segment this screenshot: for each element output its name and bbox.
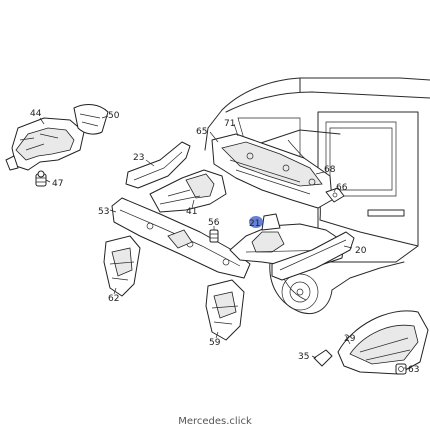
part-71-cowl-panel [211, 133, 333, 209]
part-63-nut [395, 363, 407, 375]
callout-68: 68 [324, 165, 336, 175]
callout-47: 47 [52, 179, 63, 189]
part-56-bolt [209, 229, 219, 243]
part-35-clip [313, 349, 333, 367]
callout-53: 53 [98, 207, 109, 217]
watermark-text: Mercedes.click [178, 416, 252, 427]
callout-62: 62 [108, 294, 119, 304]
part-53-cross-member [111, 197, 251, 279]
callout-35: 35 [298, 352, 309, 362]
part-66-bracket [325, 187, 345, 203]
part-59-lamp-bracket [205, 279, 245, 341]
callout-44: 44 [30, 109, 42, 119]
part-41-inner-wheelhouse [149, 169, 227, 213]
callout-56: 56 [208, 218, 220, 228]
part-29-wheelhouse-liner [337, 310, 429, 375]
callout-50: 50 [108, 111, 120, 121]
part-23-side-bracket [125, 141, 191, 189]
part-20-side-rail [271, 231, 355, 281]
callout-41: 41 [186, 207, 197, 217]
part-62-lamp-bracket [103, 235, 141, 297]
part-47-bolt [35, 170, 47, 187]
callout-21: 21 [249, 219, 260, 229]
leader-lines [39, 115, 406, 369]
callout-65: 65 [196, 127, 207, 137]
callout-63: 63 [408, 365, 419, 375]
highlight-marker [249, 216, 263, 228]
callout-20: 20 [355, 246, 367, 256]
callout-labels: 44 50 47 23 65 71 68 66 53 41 56 21 20 6… [30, 109, 419, 375]
callout-71: 71 [224, 119, 235, 129]
callout-23: 23 [133, 153, 144, 163]
callout-66: 66 [336, 183, 348, 193]
callout-29: 29 [344, 334, 356, 344]
part-44-wheelhouse-liner [5, 117, 85, 171]
callout-59: 59 [209, 338, 221, 348]
part-50-splash-shield [73, 104, 109, 135]
